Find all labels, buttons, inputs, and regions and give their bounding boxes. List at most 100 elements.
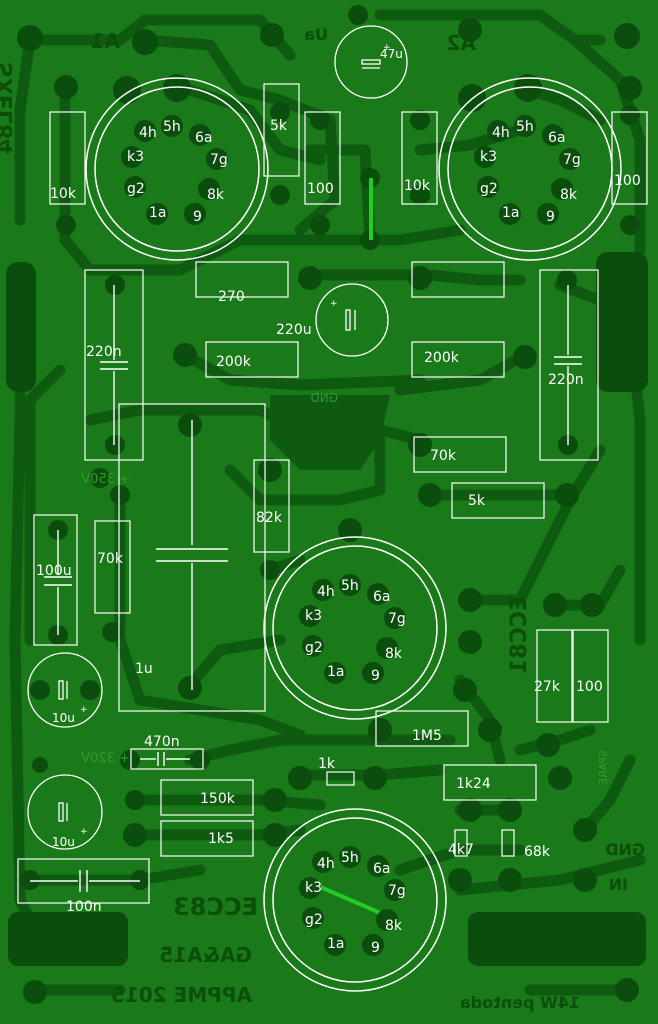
pin-label: 9 <box>546 209 555 225</box>
mirror-text-a1: A1 <box>91 29 120 53</box>
label-c10u-b: 10u <box>52 835 75 849</box>
pin-label: 7g <box>388 611 406 627</box>
label-r100-mid: 100 <box>576 679 603 695</box>
mirror-text-plus-320: + 320V <box>81 751 130 766</box>
pin-label: 1a <box>327 664 345 680</box>
mirror-text-spare: SPARE <box>597 750 610 785</box>
pin-label: 1a <box>502 205 520 221</box>
pin-label: 9 <box>371 940 380 956</box>
copper-traces <box>9 9 646 996</box>
label-r100-top: 100 <box>307 181 334 197</box>
label-r68k: 68k <box>524 844 551 860</box>
pin-label: 4h <box>317 584 335 600</box>
pin-label: k3 <box>480 149 497 165</box>
label-c100n: 100n <box>66 899 102 915</box>
pin-label: 4h <box>317 856 335 872</box>
mirror-text-ecc81: ECC81 <box>507 596 532 674</box>
label-c1u: 1u <box>135 661 153 677</box>
pin-label: 9 <box>193 209 202 225</box>
electrolytic-caps <box>27 25 408 850</box>
label-r200k-left: 200k <box>216 354 252 370</box>
label-c10u-a: 10u <box>52 711 75 725</box>
mirrored-text: A1 A2 Ua SXEL84 ECC81 ECC83 + 350V + 320… <box>0 25 645 1012</box>
electrolytic-plus-marks: + + + + <box>80 43 391 837</box>
pin-label: 9 <box>371 668 380 684</box>
pin-label: 5h <box>341 850 359 866</box>
pin-label: 4h <box>139 125 157 141</box>
pin-label: g2 <box>480 181 498 197</box>
label-r150k: 150k <box>200 791 236 807</box>
label-r5k-top: 5k <box>270 118 288 134</box>
mirror-text-title: 14W pentoda <box>460 993 580 1012</box>
pin-label: g2 <box>305 912 323 928</box>
label-r1k24: 1k24 <box>456 776 491 792</box>
mirror-text-in: IN <box>609 875 628 894</box>
label-c47u: 47u <box>380 47 403 61</box>
label-r70k-right: 70k <box>430 448 457 464</box>
pin-label: 6a <box>373 861 391 877</box>
pin-label: g2 <box>127 181 145 197</box>
pin-label: g2 <box>305 640 323 656</box>
label-r10k-left: 10k <box>50 186 77 202</box>
svg-text:+: + <box>80 705 88 715</box>
mirror-text-a2: A2 <box>447 31 476 55</box>
pin-label: 7g <box>563 152 581 168</box>
label-r100-right: 100 <box>614 173 641 189</box>
pin-label: 1a <box>149 205 167 221</box>
pin-label: 8k <box>207 187 225 203</box>
tube-socket-a2: 4h 5h 6a 7g 8k 9 1a g2 k3 <box>438 77 622 261</box>
svg-text:+: + <box>383 43 391 53</box>
label-r27k: 27k <box>534 679 561 695</box>
pin-label: k3 <box>305 608 322 624</box>
mirror-text-appme: APPME 2015 <box>111 983 252 1007</box>
pin-label: 5h <box>163 119 181 135</box>
pin-label: k3 <box>127 149 144 165</box>
label-c220n-right: 220n <box>548 372 584 388</box>
pin-label: 7g <box>388 883 406 899</box>
mirror-text-ua: Ua <box>304 25 328 44</box>
pin-label: 5h <box>341 578 359 594</box>
pin-label: 6a <box>548 130 566 146</box>
mirror-text-sxel84: SXEL84 <box>0 62 18 154</box>
pin-label: 8k <box>560 187 578 203</box>
component-labels: 10k 5k 100 10k 100 47u 270 220u 220n 200… <box>36 47 641 915</box>
label-r1k5: 1k5 <box>208 831 234 847</box>
mirror-text-ecc83: ECC83 <box>173 893 258 921</box>
mirror-text-ga-a15: GA&A15 <box>159 943 252 967</box>
mirror-text-plus-350: + 350V <box>81 472 130 487</box>
label-r82k: 82k <box>256 510 283 526</box>
label-c220n-left: 220n <box>86 344 122 360</box>
label-r70k-left: 70k <box>97 551 124 567</box>
pin-label: 6a <box>195 130 213 146</box>
tube-socket-ecc81: 4h 5h 6a 7g 8k 9 1a g2 k3 <box>263 536 447 720</box>
svg-text:+: + <box>80 827 88 837</box>
label-r4k7: 4k7 <box>448 842 474 858</box>
tube-socket-a1: 4h 5h 6a 7g 8k 9 1a g2 k3 <box>85 77 269 261</box>
label-c220u: 220u <box>276 322 312 338</box>
silkscreen-outlines <box>17 83 648 904</box>
mirror-text-gnd: GND <box>605 840 645 859</box>
label-r10k-right: 10k <box>404 178 431 194</box>
capacitor-symbols <box>30 285 582 892</box>
pin-label: 4h <box>492 125 510 141</box>
pads <box>17 5 642 1004</box>
tube-socket-ecc83: 4h 5h 6a 7g 8k 9 1a g2 k3 <box>263 808 447 992</box>
label-r270: 270 <box>218 289 245 305</box>
label-r200k-right: 200k <box>424 350 460 366</box>
ground-blocks <box>6 252 648 966</box>
svg-text:+: + <box>330 299 338 309</box>
label-c470n: 470n <box>144 734 180 750</box>
label-c100u: 100u <box>36 563 72 579</box>
ground-pour <box>270 395 390 470</box>
label-r1k: 1k <box>318 756 336 772</box>
pin-label: 8k <box>385 918 403 934</box>
pin-label: 5h <box>516 119 534 135</box>
label-r5k-right: 5k <box>468 493 486 509</box>
pin-label: 1a <box>327 936 345 952</box>
mirror-text-gnd-center: GND <box>310 391 338 405</box>
pin-label: 7g <box>210 152 228 168</box>
pin-label: 8k <box>385 646 403 662</box>
pin-label: k3 <box>305 880 322 896</box>
label-r1m5: 1M5 <box>412 728 442 744</box>
